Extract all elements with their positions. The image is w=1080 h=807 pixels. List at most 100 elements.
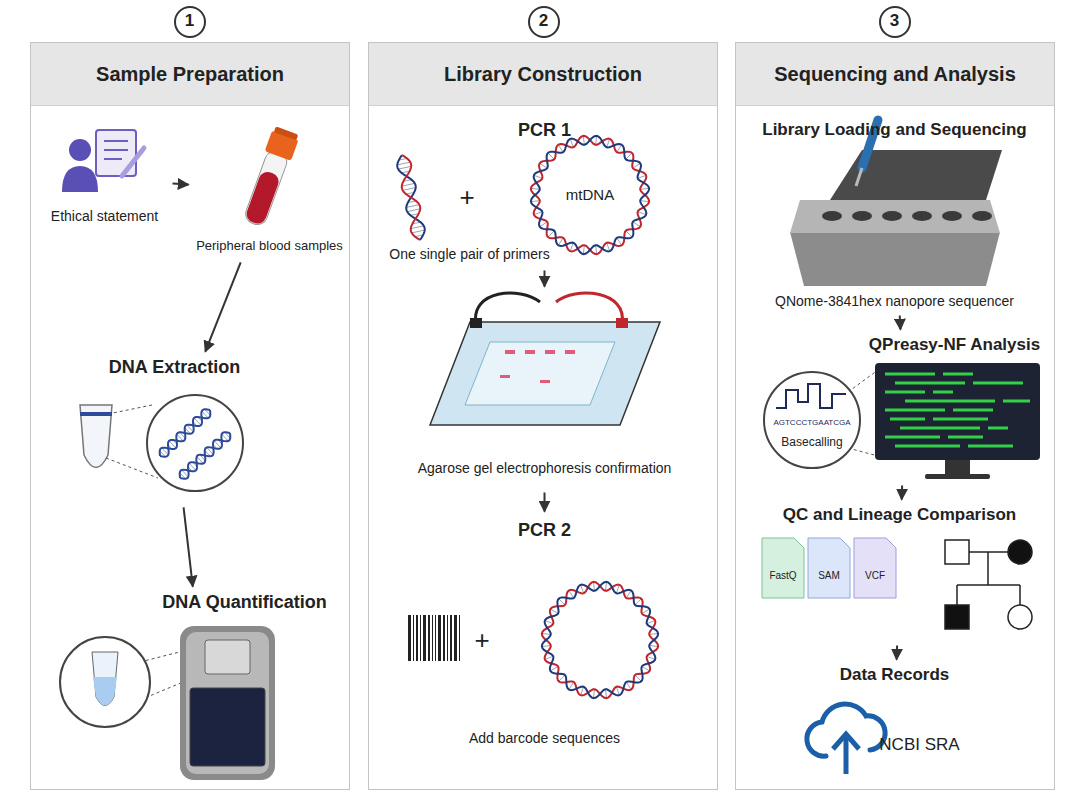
nanopore-sequencer-icon-part xyxy=(830,150,1002,200)
gel-electrophoresis-icon-part xyxy=(500,375,510,378)
person-icon-part xyxy=(104,149,128,151)
cloud-upload-icon-part xyxy=(844,736,849,774)
dna-helix-layer-part xyxy=(617,238,621,245)
nanopore-sequencer-icon xyxy=(790,120,1002,286)
header-band: Sequencing and Analysis xyxy=(736,43,1054,106)
dna-helix-layer-part xyxy=(605,690,607,698)
barcode-icon-part xyxy=(459,615,460,661)
step-group: DNA Quantification xyxy=(70,590,340,785)
dna-helix-layer-part xyxy=(605,582,607,590)
dna-helix-layer-part xyxy=(411,226,424,229)
nanopore-sequencer-icon-part xyxy=(790,200,1000,233)
nanopore-sequencer-icon-part xyxy=(822,211,992,221)
barcode-icon xyxy=(408,615,460,661)
dna-helix-layer-part xyxy=(569,682,573,689)
analysis-monitor-icon-part xyxy=(875,363,1040,460)
dna-helix-layer-part xyxy=(398,166,411,169)
dna-helix-layer-part xyxy=(540,164,547,168)
dna-helix-layer-part xyxy=(627,591,631,598)
dna-helix-layer-part xyxy=(626,231,632,237)
quantification-icon-part xyxy=(190,688,265,766)
step-group: DNA Extraction xyxy=(60,355,290,505)
dna-helix-layer-part xyxy=(633,164,640,168)
analysis-monitor-icon-part-part xyxy=(948,436,983,439)
gel-electrophoresis-icon-part xyxy=(556,293,622,324)
extraction-tube-icon xyxy=(80,395,243,491)
gel-electrophoresis-icon-part xyxy=(430,322,660,425)
analysis-monitor-icon-part-part xyxy=(885,436,940,439)
dna-helix-layer-part xyxy=(534,176,542,179)
dna-helix-layer-part xyxy=(542,582,658,698)
dna-helix-layer-part xyxy=(548,153,554,159)
cloud-upload-icon xyxy=(807,704,885,774)
dna-helix-layer-part xyxy=(412,230,425,233)
analysis-monitor-icon-part xyxy=(925,474,990,479)
dna-helix-layer-part xyxy=(642,667,649,671)
step-title: DNA Extraction xyxy=(60,357,290,379)
dna-helix-layer-part xyxy=(593,690,595,698)
dna-helix-layer-part xyxy=(583,246,585,254)
barcode-icon-part xyxy=(416,615,418,661)
step-caption: QNome-3841hex nanopore sequencer xyxy=(745,293,1045,310)
dna-helix-layer-part xyxy=(545,621,553,624)
quantification-icon-part xyxy=(180,626,275,780)
step-group: Library Loading and SequencingQNome-3841… xyxy=(745,118,1045,313)
header-band: Library Construction xyxy=(369,43,717,106)
icon-label: AGTCCCTGAATCGA xyxy=(773,419,850,428)
dna-helix-layer-part xyxy=(160,409,210,456)
analysis-monitor-icon-part xyxy=(848,448,878,456)
step-group: QPreasy-NF Analysis xyxy=(760,333,1050,483)
analysis-monitor-icon-part xyxy=(776,384,846,408)
icon-label: mtDNA xyxy=(566,187,614,204)
step-number: 1 xyxy=(174,6,206,38)
analysis-monitor-icon-part-part xyxy=(890,418,925,421)
quantification-icon-part xyxy=(60,637,150,727)
dna-helix-layer-part xyxy=(402,155,420,240)
dna-helix-layer-part xyxy=(542,645,550,647)
analysis-monitor-icon-part-part xyxy=(933,418,988,421)
barcode-icon-part xyxy=(438,615,441,661)
gel-electrophoresis-icon-part xyxy=(545,350,555,354)
analysis-monitor-icon-part xyxy=(764,372,860,468)
step-number-text: 3 xyxy=(890,11,899,31)
dna-helix-layer-part xyxy=(180,433,231,478)
dna-helix-layer-part xyxy=(534,212,542,215)
analysis-monitor-icon xyxy=(764,363,1040,479)
dna-helix-layer-part xyxy=(407,209,420,212)
step-title: DNA Quantification xyxy=(150,592,340,614)
analysis-monitor-icon-part-part xyxy=(968,445,1013,448)
flow-arrow xyxy=(896,645,898,659)
flow-arrow xyxy=(899,315,902,329)
person-icon-part xyxy=(69,139,91,161)
gel-electrophoresis-icon-part xyxy=(470,318,482,328)
gel-electrophoresis-icon-part xyxy=(525,350,535,354)
dna-helix-layer-part xyxy=(627,682,631,689)
dna-helix-layer-part xyxy=(542,633,550,635)
dna-helix-layer-part xyxy=(559,238,563,245)
barcode-icon-part xyxy=(450,615,452,661)
dna-helix-layer-part xyxy=(581,585,584,593)
pedigree-icon-part xyxy=(956,585,958,605)
dna-helix-layer-part xyxy=(642,609,649,613)
pedigree-icon-part xyxy=(1019,585,1021,605)
barcode-icon-part xyxy=(435,615,436,661)
dna-helix-layer-part xyxy=(559,675,565,681)
analysis-monitor-icon-part xyxy=(885,374,1030,446)
dna-helix-layer-part xyxy=(641,188,649,190)
dna-helix-layer-part xyxy=(542,582,658,698)
dna-helix-layer-part xyxy=(531,188,539,190)
dna-helix-layer-part xyxy=(617,585,620,593)
analysis-monitor-icon-part-part xyxy=(988,427,1008,430)
analysis-monitor-icon-part xyxy=(848,370,878,392)
step-title: QC and Lineage Comparison xyxy=(748,505,1052,525)
panel: Sequencing and Analysis3Library Loading … xyxy=(735,42,1055,790)
step-caption: NCBI SRA xyxy=(865,735,975,755)
dna-helix-layer-part xyxy=(403,188,416,191)
icon-label: FastQ xyxy=(769,570,796,581)
quantification-icon-part xyxy=(186,632,269,774)
pedigree-icon-part xyxy=(1008,540,1032,564)
file-icons xyxy=(762,538,896,598)
step-caption: One single pair of primers xyxy=(380,246,560,263)
flow-arrow xyxy=(544,493,546,512)
